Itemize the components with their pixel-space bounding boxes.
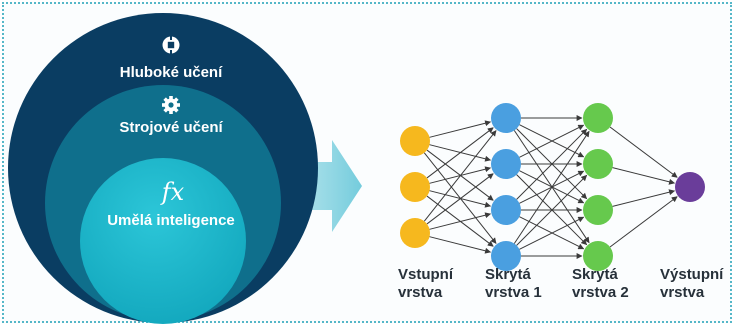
node-hidden1-4 [491, 241, 521, 271]
layer-label-hidden-1: Skrytá vrstva 1 [485, 266, 542, 301]
node-hidden1-3 [491, 195, 521, 225]
outer-circle-label: Hluboké učení [119, 64, 223, 81]
node-hidden2-4 [583, 241, 613, 271]
node-input-2 [400, 172, 430, 202]
node-hidden2-1 [583, 103, 613, 133]
edge-hidden1-2-to-hidden2-1 [519, 124, 585, 158]
node-hidden1-2 [491, 149, 521, 179]
edge-hidden2-3-to-output-1 [612, 189, 676, 207]
middle-circle-label: Strojové učení [119, 119, 223, 136]
node-hidden1-1 [491, 103, 521, 133]
inner-circle-label: Umělá inteligence [107, 212, 235, 229]
network-connections [423, 115, 678, 259]
edge-hidden2-2-to-output-1 [612, 167, 676, 185]
network-nodes [400, 103, 705, 271]
edge-input-3-to-hidden1-2 [426, 173, 494, 225]
inner-circle-ai [80, 158, 246, 324]
edge-input-3-to-hidden1-4 [429, 236, 492, 254]
brain-chip-icon [162, 36, 180, 54]
node-hidden2-3 [583, 195, 613, 225]
edge-hidden1-4-to-hidden2-1 [513, 130, 590, 244]
layer-label-input: Vstupní vrstva [398, 266, 453, 301]
node-input-3 [400, 218, 430, 248]
edge-input-3-to-hidden1-3 [429, 212, 492, 230]
edge-hidden2-4-to-output-1 [609, 196, 678, 248]
node-output-1 [675, 172, 705, 202]
edge-hidden1-4-to-hidden2-2 [516, 174, 588, 246]
layer-label-output: Výstupní vrstva [660, 266, 724, 301]
edge-hidden1-3-to-hidden2-1 [516, 128, 588, 200]
edge-hidden2-1-to-output-1 [609, 126, 678, 178]
edge-input-3-to-hidden1-1 [423, 130, 497, 222]
edge-input-2-to-hidden1-1 [426, 127, 494, 179]
node-input-1 [400, 126, 430, 156]
gear-icon [162, 96, 180, 114]
function-fx-icon: fx [161, 178, 185, 206]
node-hidden2-2 [583, 149, 613, 179]
edge-input-1-to-hidden1-1 [429, 120, 492, 138]
edge-hidden1-4-to-hidden2-3 [519, 216, 585, 250]
layer-label-hidden-2: Skrytá vrstva 2 [572, 266, 629, 301]
